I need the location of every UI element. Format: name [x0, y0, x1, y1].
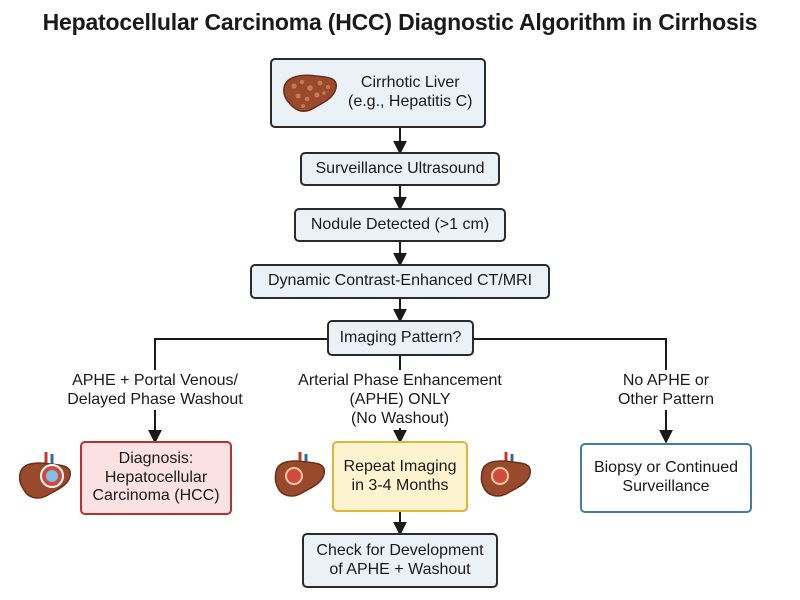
liver-tumor-icon	[18, 452, 71, 499]
cirrhotic-liver-icon	[283, 74, 337, 112]
check-development-label: Check for Development of APHE + Washout	[316, 541, 484, 578]
check-development-box: Check for Development of APHE + Washout	[302, 533, 498, 588]
branch-label-washout: APHE + Portal Venous/ Delayed Phase Wash…	[67, 372, 243, 409]
repeat-imaging-label: Repeat Imaging in 3-4 Months	[343, 457, 457, 494]
imaging-pattern-box: Imaging Pattern?	[327, 320, 474, 356]
liver-lesion-icon	[480, 452, 532, 497]
nodule-detected-box: Nodule Detected (>1 cm)	[294, 208, 506, 242]
branch-label-aphe-only: Arterial Phase Enhancement (APHE) ONLY (…	[298, 372, 502, 428]
biopsy-surveillance-label: Biopsy or Continued Surveillance	[593, 459, 739, 495]
cirrhotic-liver-label: Cirrhotic Liver (e.g., Hepatitis C)	[348, 74, 473, 110]
surveillance-ultrasound-label: Surveillance Ultrasound	[315, 159, 485, 177]
biopsy-surveillance-box: Biopsy or Continued Surveillance	[580, 443, 752, 513]
surveillance-ultrasound-box: Surveillance Ultrasound	[300, 152, 500, 186]
branch-left-line	[154, 338, 327, 370]
hcc-diagnosis-label: Diagnosis: Hepatocellular Carcinoma (HCC…	[92, 449, 220, 505]
cirrhotic-liver-box: Cirrhotic Liver (e.g., Hepatitis C)	[270, 58, 486, 128]
contrast-imaging-box: Dynamic Contrast-Enhanced CT/MRI	[250, 264, 550, 299]
branch-right-line	[474, 338, 667, 370]
liver-lesion-icon	[274, 452, 326, 497]
hcc-diagnosis-box: Diagnosis: Hepatocellular Carcinoma (HCC…	[80, 441, 232, 515]
diagram-title: Hepatocellular Carcinoma (HCC) Diagnosti…	[42, 9, 758, 35]
repeat-imaging-box: Repeat Imaging in 3-4 Months	[332, 441, 468, 512]
branch-label-no-aphe: No APHE or Other Pattern	[617, 372, 715, 409]
contrast-imaging-label: Dynamic Contrast-Enhanced CT/MRI	[267, 272, 533, 290]
imaging-pattern-label: Imaging Pattern?	[339, 328, 462, 346]
nodule-detected-label: Nodule Detected (>1 cm)	[310, 215, 490, 233]
